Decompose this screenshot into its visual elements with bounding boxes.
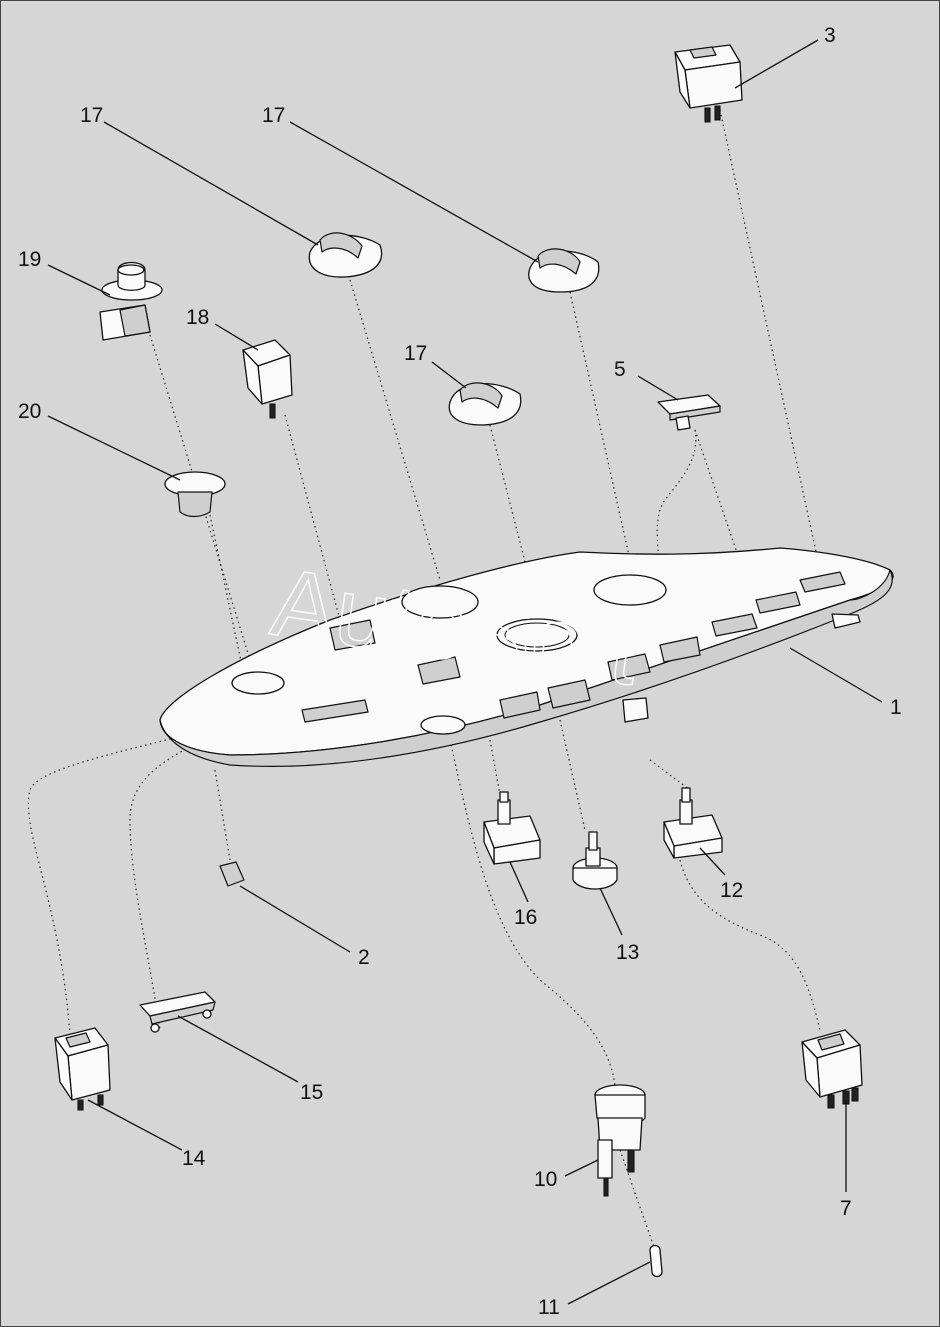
rotary-switch-part (663, 787, 723, 859)
cap-part (164, 471, 226, 518)
callout-label-2: 2 (358, 946, 370, 969)
cover-strip-part (139, 991, 216, 1033)
knob-right-part (528, 248, 600, 293)
switch-top-right-part (674, 44, 743, 123)
callout-labels: 3 17 17 17 19 18 5 20 1 16 13 12 2 15 14… (18, 24, 902, 1319)
callout-label-3: 3 (824, 24, 836, 47)
switch-bottom-right-part (801, 1029, 863, 1109)
callout-label-20: 20 (18, 400, 41, 423)
callout-label-10: 10 (534, 1168, 557, 1191)
bulb-part (649, 1244, 663, 1278)
callout-label-5: 5 (614, 358, 626, 381)
clip-part (219, 861, 245, 887)
knob-left-part (308, 232, 383, 278)
callout-label-14: 14 (182, 1147, 206, 1170)
switch-small-part (242, 339, 293, 419)
callout-label-15: 15 (300, 1081, 323, 1104)
callout-label-17b: 17 (262, 104, 285, 127)
cigarette-lighter-part (594, 1084, 646, 1197)
callout-label-17a: 17 (80, 104, 103, 127)
instrument-panel (159, 547, 894, 767)
callout-label-19: 19 (18, 248, 41, 271)
callout-label-13: 13 (616, 941, 639, 964)
plug-part (657, 394, 721, 431)
knob-center-part (448, 382, 522, 426)
callout-label-18: 18 (186, 306, 209, 329)
callout-label-16: 16 (514, 906, 537, 929)
push-button-part (99, 261, 163, 341)
callout-label-1: 1 (890, 696, 902, 719)
callout-label-12: 12 (720, 879, 743, 902)
switch-bottom-left-part (54, 1027, 111, 1111)
callout-label-7: 7 (840, 1197, 852, 1220)
potentiometer-part (572, 831, 618, 890)
leader-lines (47, 39, 883, 1305)
callout-label-17c: 17 (404, 342, 427, 365)
rotary-switch-2-part (483, 791, 541, 865)
callout-label-11: 11 (538, 1296, 560, 1319)
